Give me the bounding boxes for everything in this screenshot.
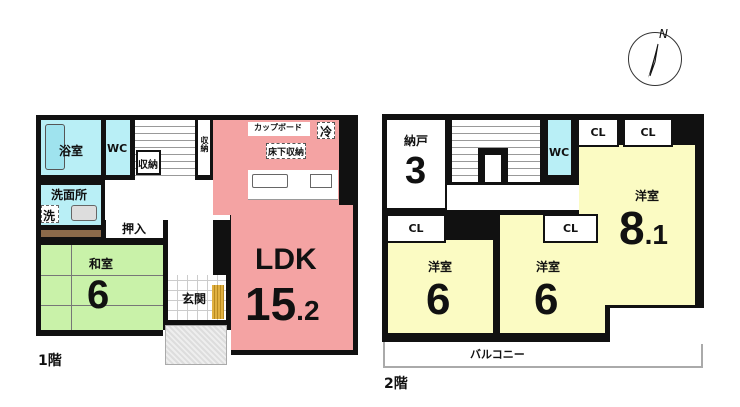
closet-cl-3: CL — [386, 214, 446, 243]
hall-1f-lower — [168, 215, 213, 275]
storeroom: 納戸 3 — [387, 120, 445, 208]
floor1-label: 1階 — [38, 353, 62, 369]
porch — [165, 325, 227, 365]
compass-icon: N — [628, 27, 682, 86]
floor2-label: 2階 — [384, 376, 408, 392]
japanese-room: 和室 6 — [41, 245, 163, 330]
wc-1f: WC — [106, 120, 130, 175]
storage-1: 収納 — [136, 150, 161, 175]
closet-cl-2: CL — [623, 118, 673, 147]
ldk-name: LDK — [255, 243, 317, 276]
underfloor-storage: 床下収納 — [266, 143, 306, 159]
cupboard: カップボード — [248, 122, 310, 136]
ldk-size: 15.2 — [245, 278, 320, 330]
ldk: LDK 15.2 — [231, 205, 353, 350]
storage-2: 収納 — [198, 120, 210, 175]
bath: 浴室 — [41, 120, 101, 175]
closet-cl-4: CL — [543, 214, 598, 243]
washroom: 洗面所 洗 — [41, 185, 101, 225]
entrance: 玄関 — [168, 275, 226, 320]
hall-1f — [105, 180, 230, 220]
western-room-1: 洋室 6 — [388, 240, 493, 333]
oshiire-closet: 押入 — [106, 218, 163, 238]
compass-north-label: N — [659, 27, 668, 41]
fridge: 冷 — [317, 122, 335, 139]
wc-2f: WC — [548, 120, 571, 175]
kitchen-counter — [248, 170, 338, 200]
closet-cl-1: CL — [577, 118, 619, 147]
